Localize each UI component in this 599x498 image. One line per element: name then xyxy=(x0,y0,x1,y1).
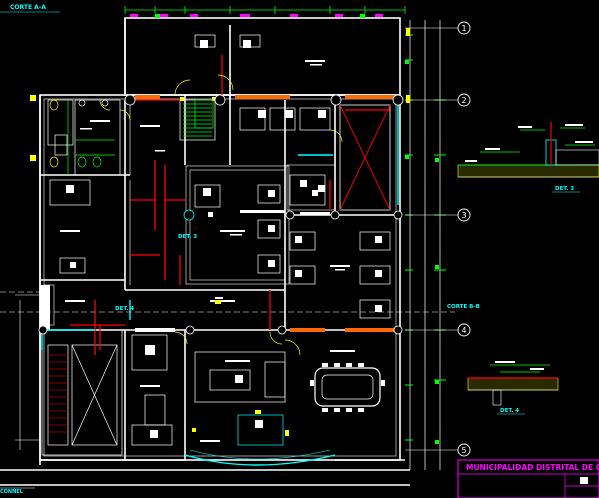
grid-bubble-1-label: 1 xyxy=(462,24,467,33)
detail-3-section xyxy=(457,122,599,178)
furniture-desks xyxy=(49,34,391,446)
accent-marks xyxy=(30,28,410,436)
detail-3-title: DET. 3 xyxy=(555,186,574,192)
detail-4-section xyxy=(467,361,559,406)
top-dimension-line xyxy=(124,6,406,14)
stair-treads xyxy=(48,354,68,433)
detail-3-plan-label: DET. 3 xyxy=(178,234,197,240)
grid-column-markers xyxy=(38,94,404,335)
grid-bubble-2 xyxy=(457,93,471,107)
grid-bubble-2-label: 2 xyxy=(462,96,467,105)
title-block xyxy=(457,459,599,498)
green-accents xyxy=(155,14,439,444)
grid-bubble-4 xyxy=(457,323,471,337)
upper-stair-posts xyxy=(180,97,216,101)
restroom-green-lines xyxy=(67,100,115,175)
grid-axis-connectors xyxy=(405,27,458,451)
stair-bars-left xyxy=(40,285,50,330)
windows xyxy=(41,105,399,350)
red-partitions xyxy=(70,55,390,355)
bottom-wall xyxy=(0,459,410,486)
detail-4-title: DET. 4 xyxy=(500,408,519,414)
section-label-top: CORTE A-A xyxy=(10,4,46,11)
door-swings xyxy=(99,74,343,356)
chairs xyxy=(66,40,382,438)
top-labels-strip xyxy=(130,14,383,17)
curved-entrance-wall xyxy=(184,454,336,466)
restroom-fixtures xyxy=(47,99,121,176)
grid-bubbles: 1 2 3 4 5 xyxy=(457,21,471,457)
scale-note: CONNEL xyxy=(0,489,24,495)
grid-bubble-5 xyxy=(457,443,471,457)
title-block-client: MUNICIPALIDAD DISTRITAL DE CH xyxy=(466,463,599,472)
left-dimension-ticks xyxy=(15,294,40,450)
grid-bubble-1 xyxy=(457,21,471,35)
grid-bubble-3-label: 3 xyxy=(462,211,467,220)
detail-4-plan-label: DET. 4 xyxy=(115,306,134,312)
conference-table xyxy=(310,363,385,412)
columns xyxy=(135,95,395,332)
shaft-cross xyxy=(339,104,391,211)
grid-bubble-4-label: 4 xyxy=(462,326,467,335)
section-label-right: CORTE B-B xyxy=(447,304,480,310)
curved-entrance-wall-inner xyxy=(189,449,331,460)
grid-bubble-3 xyxy=(457,208,471,222)
room-tags xyxy=(60,60,355,442)
grid-bubble-5-label: 5 xyxy=(462,446,467,455)
